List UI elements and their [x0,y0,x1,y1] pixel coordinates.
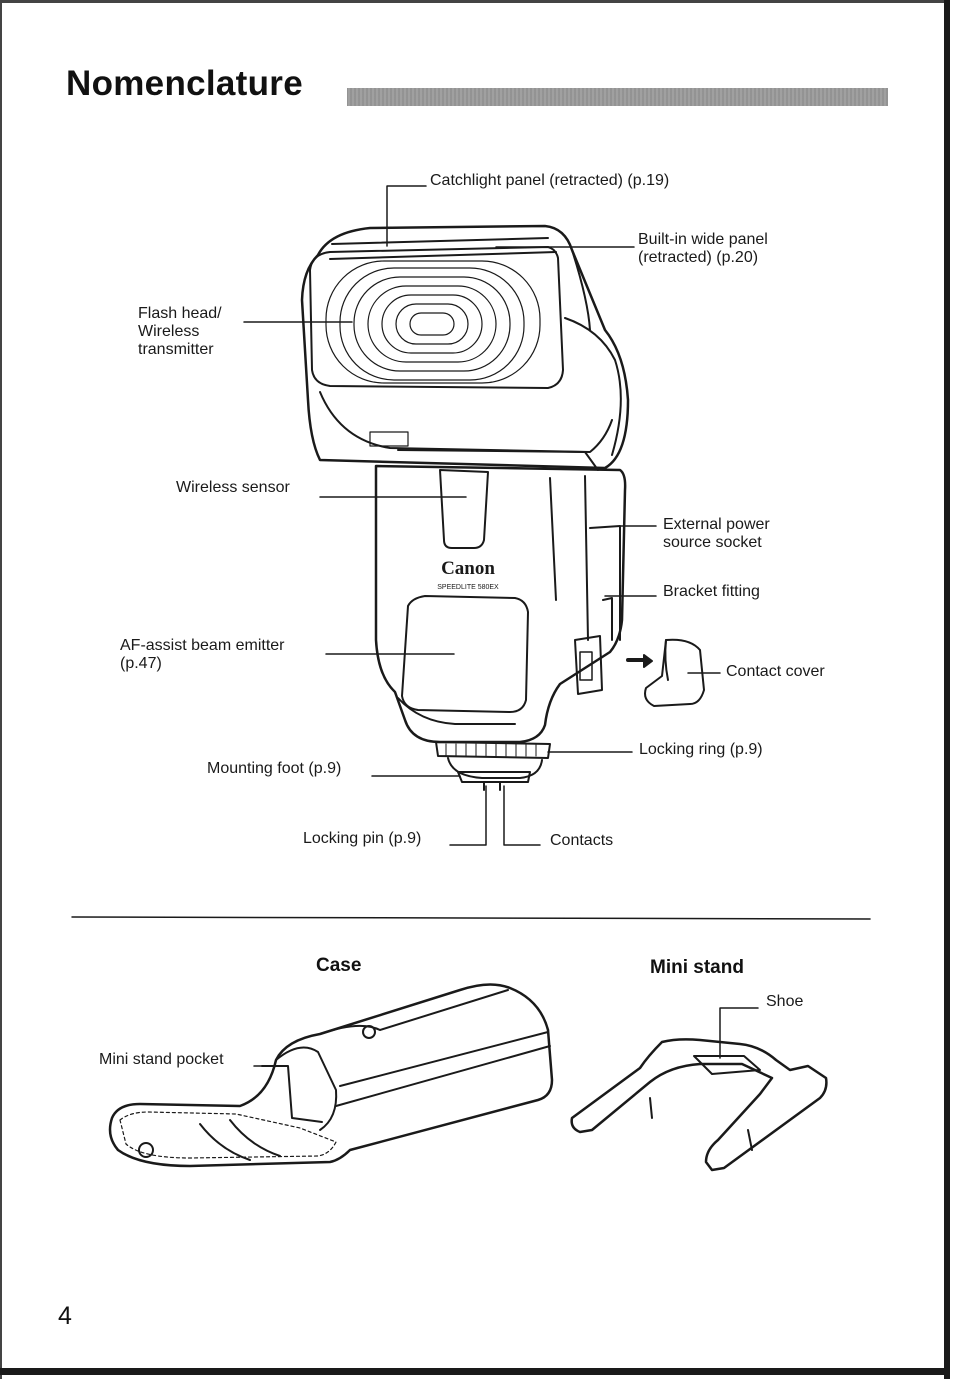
case-title: Case [316,955,362,976]
section-divider [71,916,871,920]
page-title: Nomenclature [66,64,303,103]
label-built-in-wide-panel: Built-in wide panel (retracted) (p.20) [638,231,768,266]
label-wireless-sensor: Wireless sensor [176,479,290,496]
page-border-bottom [0,1368,950,1375]
label-flash-head: Flash head/ Wireless transmitter [138,305,222,358]
flash-brand-logo: Canon [441,558,495,579]
leader-lines [243,185,721,846]
label-af-assist-beam-emitter: AF-assist beam emitter (p.47) [120,637,285,672]
case-drawing [108,983,554,1168]
label-mounting-foot: Mounting foot (p.9) [207,760,342,777]
title-rule-bar [347,88,888,106]
mini-stand-title: Mini stand [650,957,744,978]
page-border-right [944,0,950,1379]
label-mini-stand-pocket: Mini stand pocket [99,1051,224,1068]
page-border-left [0,0,2,1379]
label-locking-pin: Locking pin (p.9) [303,830,422,847]
label-shoe: Shoe [766,993,804,1010]
flash-head-drawing [300,224,630,470]
label-contacts: Contacts [550,832,614,849]
flash-model-text: SPEEDLITE 580EX [437,584,499,591]
page-number: 4 [58,1302,72,1330]
label-locking-ring: Locking ring (p.9) [639,741,763,758]
label-bracket-fitting: Bracket fitting [663,583,760,600]
label-contact-cover: Contact cover [726,663,825,680]
flash-body-drawing [374,449,627,791]
page-border-top [0,0,950,3]
contact-cover-drawing [626,638,705,707]
mini-stand-drawing [253,1007,828,1172]
label-external-power-socket: External power source socket [663,516,770,551]
label-catchlight-panel: Catchlight panel (retracted) (p.19) [430,172,670,189]
